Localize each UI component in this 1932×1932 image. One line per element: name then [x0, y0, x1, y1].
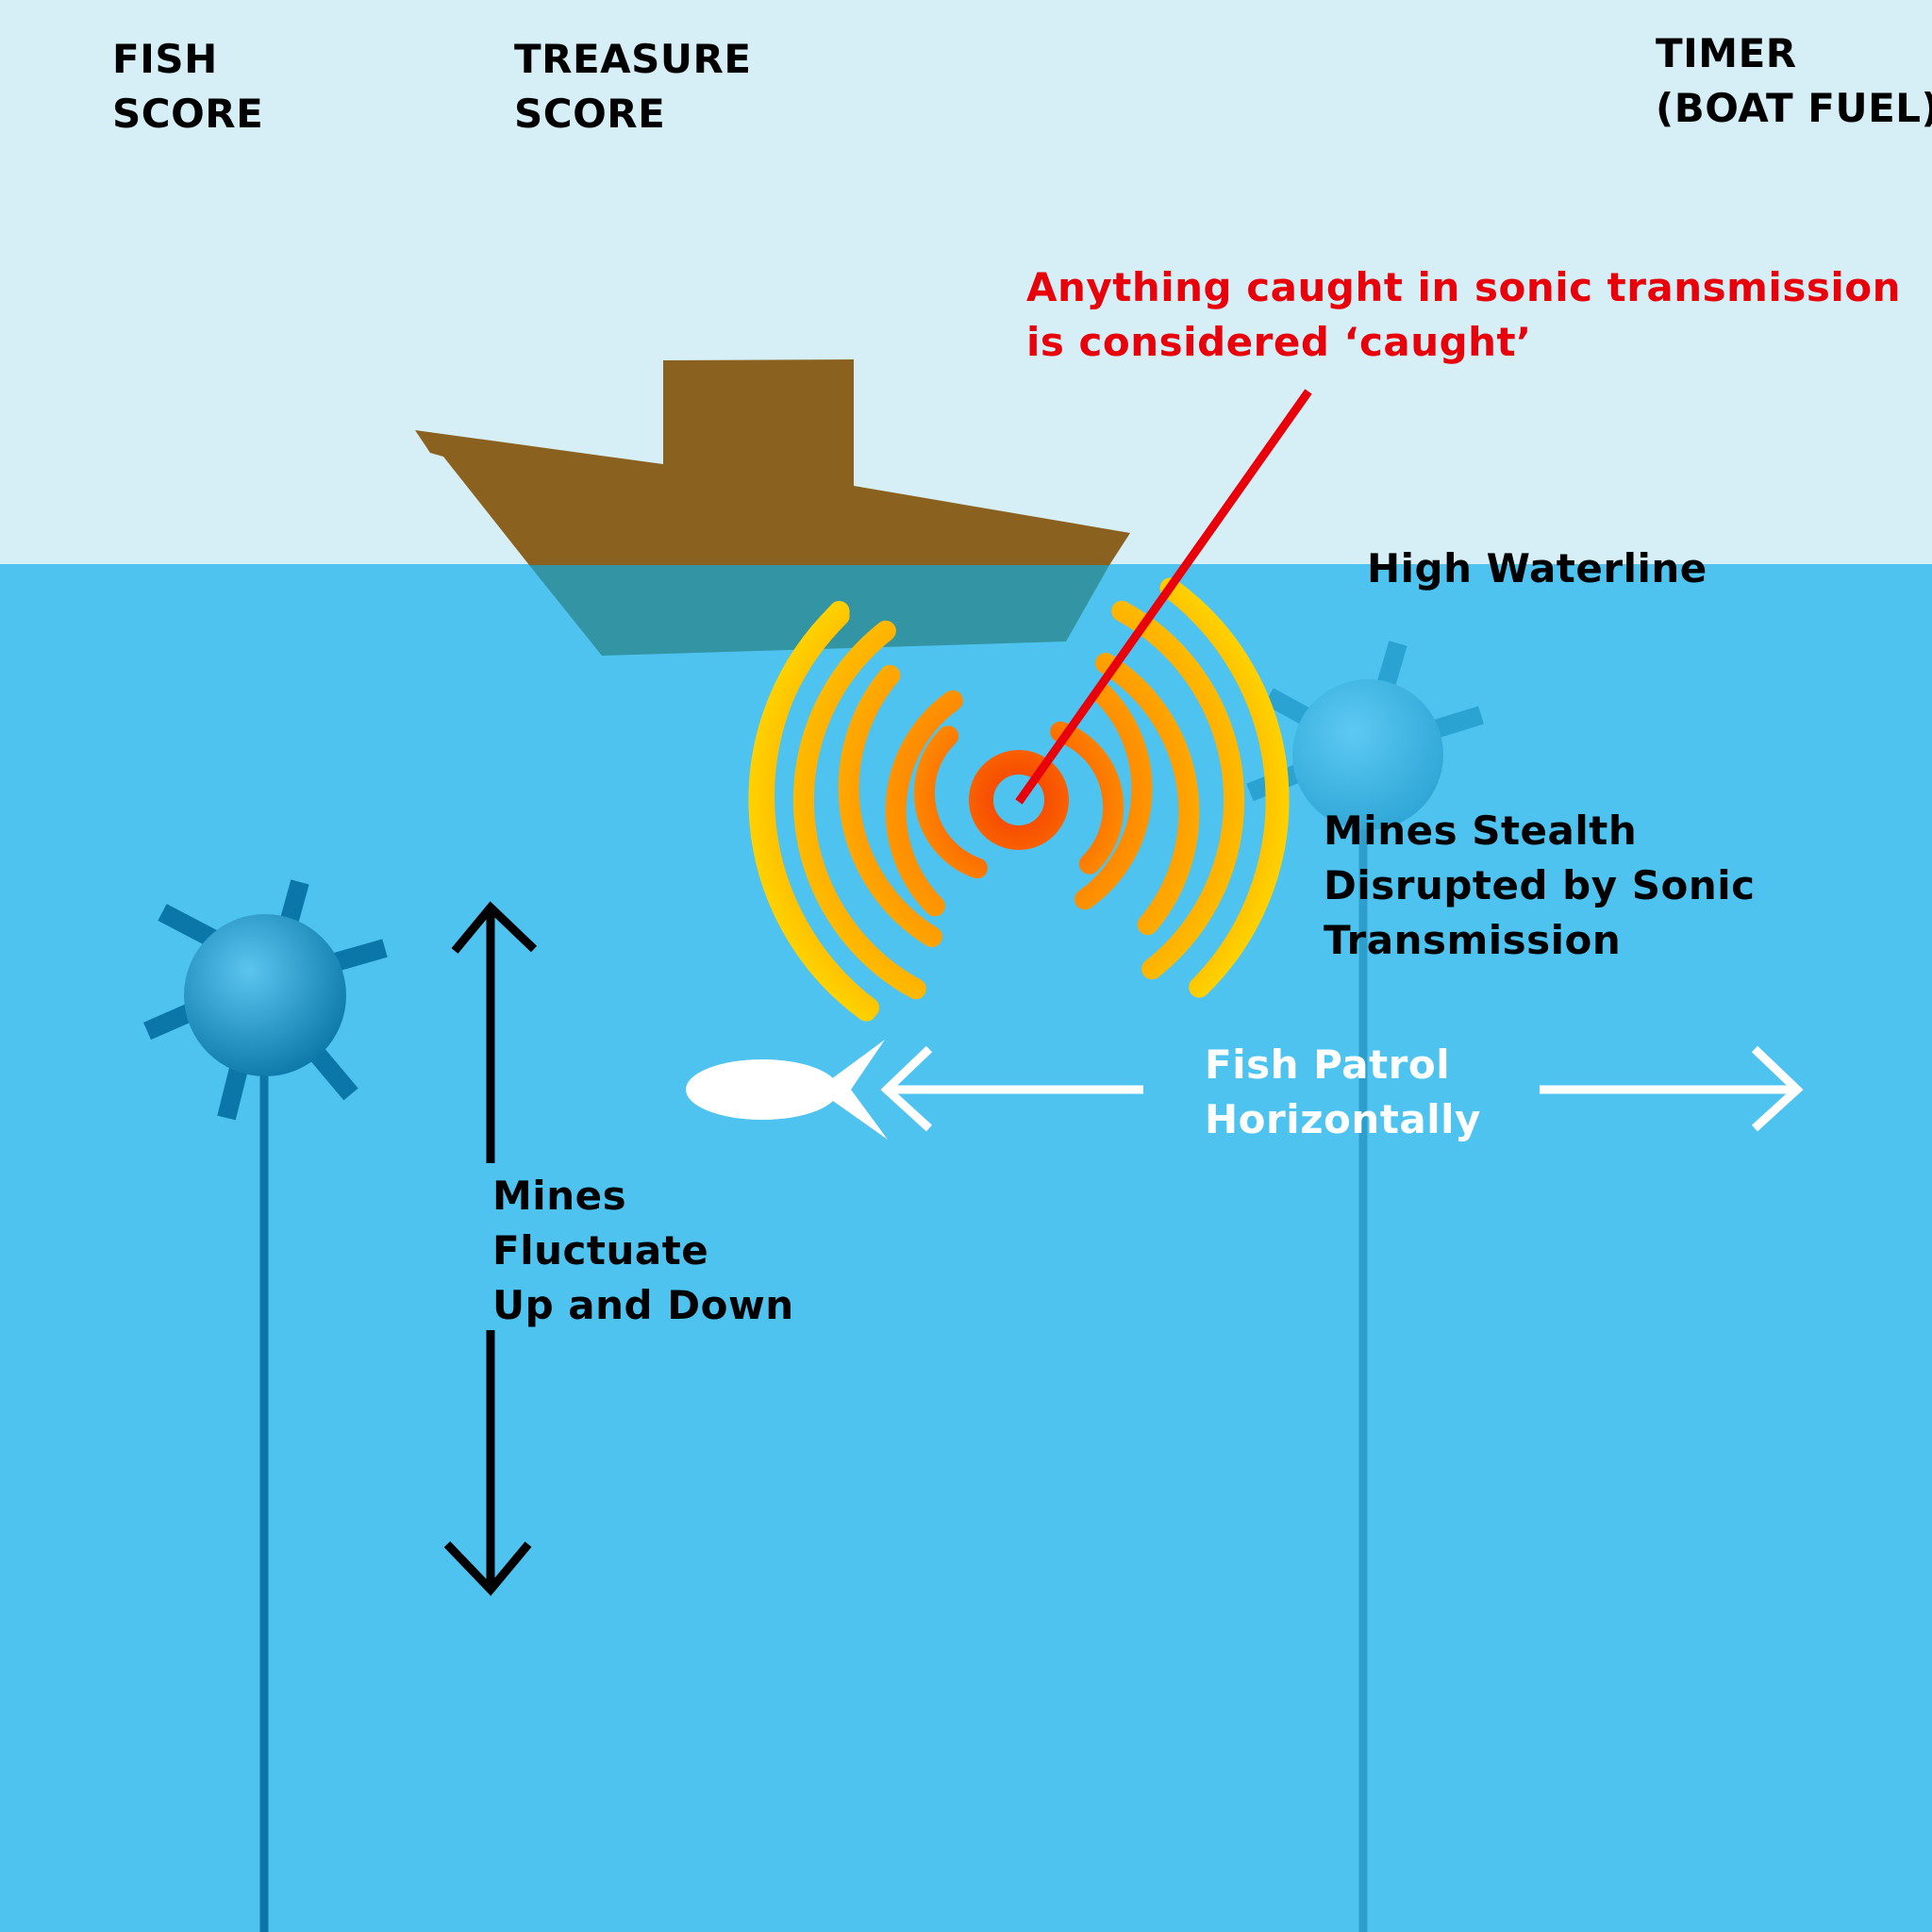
mines-stealth-annotation: Mines Stealth Disrupted by Sonic Transmi…: [1324, 804, 1756, 968]
mine-fluctuate-arrow: [443, 901, 538, 1596]
caught-annotation-line2: is considered ‘caught’: [1026, 319, 1532, 365]
mines-stealth-line2: Disrupted by Sonic: [1324, 862, 1756, 908]
timer-label: TIMER (BOAT FUEL): [1656, 26, 1932, 136]
fish-patrol-line1: Fish Patrol: [1205, 1041, 1451, 1088]
water: [0, 564, 1932, 1932]
timer-label-line1: TIMER: [1656, 30, 1797, 76]
mine-icon: [1246, 641, 1484, 1932]
fish-patrol-line2: Horizontally: [1205, 1096, 1481, 1142]
fish-patrol-arrow-right: [1540, 1045, 1804, 1132]
mines-fluctuate-line1: Mines: [492, 1173, 627, 1219]
fish-patrol-annotation: Fish Patrol Horizontally: [1205, 1038, 1481, 1147]
fish-patrol-arrow-left: [880, 1045, 1143, 1132]
boat-below-water: [529, 565, 1109, 656]
treasure-score-label: TREASURE SCORE: [514, 32, 752, 142]
caught-annotation: Anything caught in sonic transmission is…: [1026, 260, 1901, 370]
mines-stealth-line1: Mines Stealth: [1324, 808, 1638, 854]
caught-annotation-line1: Anything caught in sonic transmission: [1026, 264, 1901, 310]
fish-icon: [686, 1040, 888, 1140]
timer-label-line2: (BOAT FUEL): [1656, 85, 1932, 131]
mines-stealth-line3: Transmission: [1324, 917, 1622, 963]
sky: [0, 0, 1932, 566]
sonic-center-ring: [969, 750, 1069, 850]
treasure-score-label-line1: TREASURE: [514, 36, 752, 82]
mines-fluctuate-line3: Up and Down: [492, 1282, 794, 1328]
fish-score-label-line1: FISH: [112, 36, 218, 82]
boat-icon: [415, 359, 1130, 656]
mines-fluctuate-annotation: Mines Fluctuate Up and Down: [492, 1169, 794, 1333]
treasure-score-label-line2: SCORE: [514, 91, 666, 137]
caught-pointer-line: [1015, 389, 1312, 805]
fish-score-label-line2: SCORE: [112, 91, 264, 137]
mines-fluctuate-line2: Fluctuate: [492, 1227, 709, 1274]
mine-icon: [142, 879, 388, 1932]
high-waterline-label: High Waterline: [1367, 545, 1707, 591]
fish-score-label: FISH SCORE: [112, 32, 263, 142]
boat-above-water: [415, 359, 1130, 565]
